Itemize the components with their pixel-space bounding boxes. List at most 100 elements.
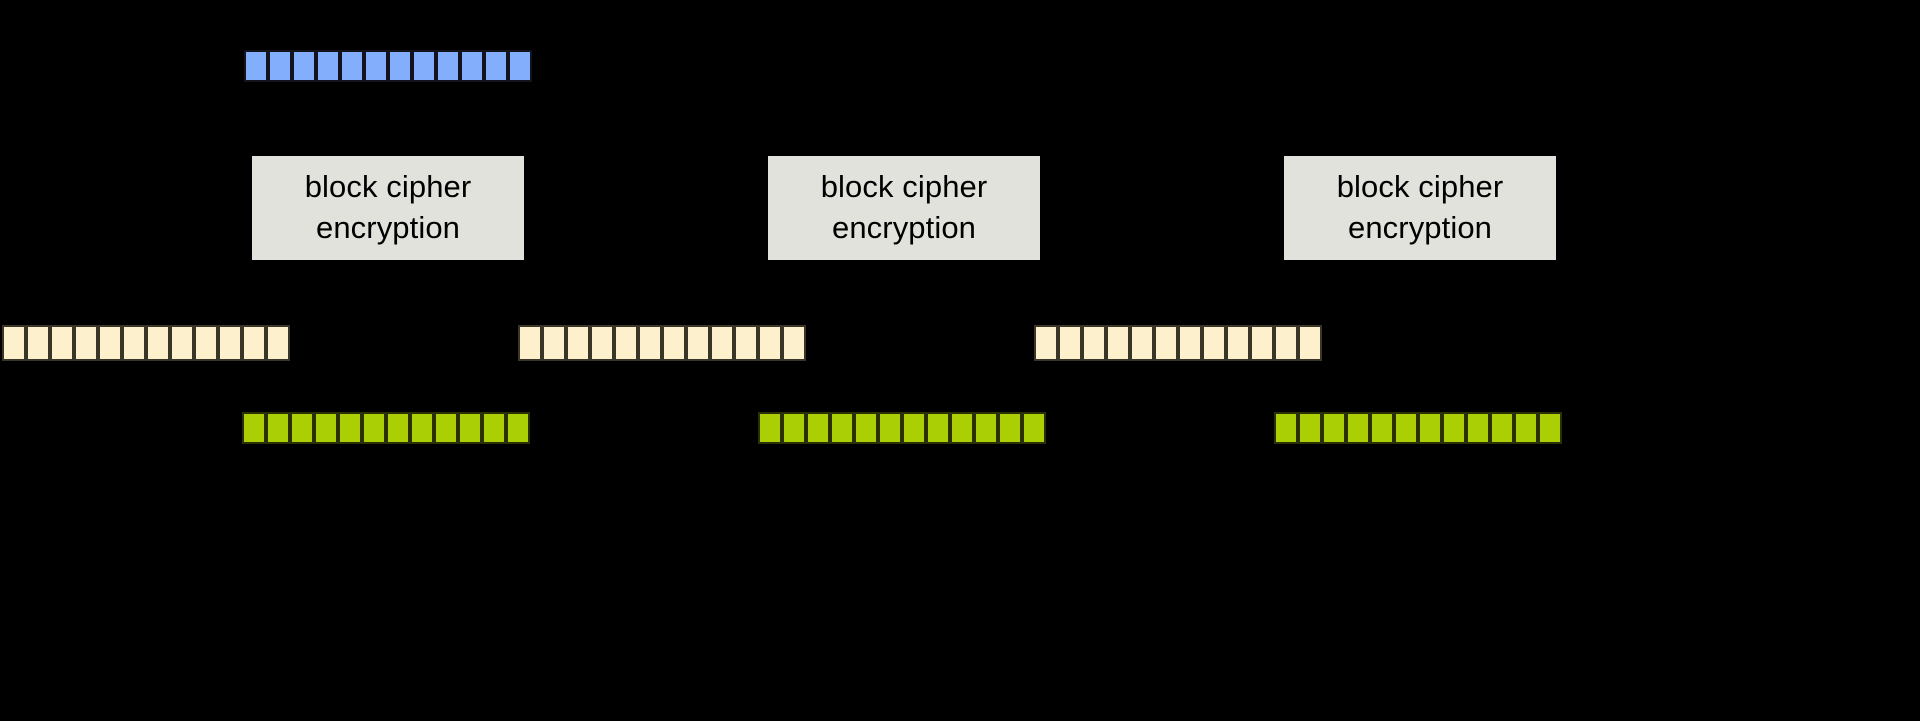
bit-cell <box>1178 325 1202 361</box>
bit-cell <box>338 412 362 444</box>
bit-cell <box>998 412 1022 444</box>
bit-cell <box>974 412 998 444</box>
bit-cell <box>1154 325 1178 361</box>
bit-cell <box>686 325 710 361</box>
bit-cell <box>242 412 266 444</box>
bit-cell <box>806 412 830 444</box>
bit-cell <box>1490 412 1514 444</box>
bit-cell <box>566 325 590 361</box>
bit-cell <box>218 325 242 361</box>
bit-cell <box>878 412 902 444</box>
bit-cell <box>1274 325 1298 361</box>
bit-cell <box>590 325 614 361</box>
bit-cell <box>316 50 340 82</box>
ciphertext-bits-strip-1 <box>242 412 530 444</box>
bit-cell <box>1298 412 1322 444</box>
bit-cell <box>758 325 782 361</box>
bit-cell <box>1322 412 1346 444</box>
block-cipher-encryption-box: block cipher encryption <box>252 156 524 260</box>
bit-cell <box>1298 325 1322 361</box>
bit-cell <box>902 412 926 444</box>
bit-cell <box>1106 325 1130 361</box>
bit-cell <box>460 50 484 82</box>
bit-cell <box>1130 325 1154 361</box>
bit-cell <box>1022 412 1046 444</box>
bit-cell <box>484 50 508 82</box>
bit-cell <box>412 50 436 82</box>
bit-cell <box>1058 325 1082 361</box>
bit-cell <box>1226 325 1250 361</box>
bit-cell <box>2 325 26 361</box>
bit-cell <box>542 325 566 361</box>
plaintext-bits-strip-2 <box>518 325 806 361</box>
bit-cell <box>1394 412 1418 444</box>
cipher-box-line-2: encryption <box>831 210 977 245</box>
bit-cell <box>242 325 266 361</box>
bit-cell <box>782 325 806 361</box>
bit-cell <box>266 325 290 361</box>
cipher-box-line-2: encryption <box>1347 210 1493 245</box>
bit-cell <box>482 412 506 444</box>
bit-cell <box>1274 412 1298 444</box>
cipher-box-line-1: block cipher <box>820 169 988 205</box>
cipher-box-line-2: encryption <box>315 210 461 245</box>
bit-cell <box>1514 412 1538 444</box>
bit-cell <box>1538 412 1562 444</box>
ciphertext-bits-strip-3 <box>1274 412 1562 444</box>
cipher-box-line-1: block cipher <box>304 169 472 205</box>
bit-cell <box>508 50 532 82</box>
bit-cell <box>614 325 638 361</box>
bit-cell <box>1370 412 1394 444</box>
bit-cell <box>1202 325 1226 361</box>
bit-cell <box>98 325 122 361</box>
bit-cell <box>386 412 410 444</box>
bit-cell <box>458 412 482 444</box>
cipher-box-line-1: block cipher <box>1336 169 1504 205</box>
bit-cell <box>194 325 218 361</box>
bit-cell <box>410 412 434 444</box>
bit-cell <box>170 325 194 361</box>
block-cipher-encryption-box: block cipher encryption <box>768 156 1040 260</box>
bit-cell <box>926 412 950 444</box>
bit-cell <box>340 50 364 82</box>
bit-cell <box>266 412 290 444</box>
bit-cell <box>758 412 782 444</box>
bit-cell <box>290 412 314 444</box>
bit-cell <box>518 325 542 361</box>
bit-cell <box>710 325 734 361</box>
bit-cell <box>388 50 412 82</box>
bit-cell <box>662 325 686 361</box>
bit-cell <box>122 325 146 361</box>
bit-cell <box>314 412 338 444</box>
plaintext-bits-strip-3 <box>1034 325 1322 361</box>
ciphertext-bits-strip-2 <box>758 412 1046 444</box>
bit-cell <box>434 412 458 444</box>
bit-cell <box>362 412 386 444</box>
bit-cell <box>436 50 460 82</box>
bit-cell <box>1418 412 1442 444</box>
bit-cell <box>292 50 316 82</box>
bit-cell <box>1346 412 1370 444</box>
bit-cell <box>26 325 50 361</box>
bit-cell <box>734 325 758 361</box>
bit-cell <box>506 412 530 444</box>
bit-cell <box>1034 325 1058 361</box>
bit-cell <box>638 325 662 361</box>
block-cipher-encryption-box: block cipher encryption <box>1284 156 1556 260</box>
bit-cell <box>50 325 74 361</box>
bit-cell <box>1082 325 1106 361</box>
bit-cell <box>830 412 854 444</box>
bit-cell <box>1442 412 1466 444</box>
key-bits-strip <box>244 50 532 82</box>
plaintext-bits-strip-1 <box>2 325 290 361</box>
bit-cell <box>1250 325 1274 361</box>
bit-cell <box>364 50 388 82</box>
bit-cell <box>854 412 878 444</box>
bit-cell <box>950 412 974 444</box>
bit-cell <box>268 50 292 82</box>
bit-cell <box>244 50 268 82</box>
bit-cell <box>146 325 170 361</box>
bit-cell <box>1466 412 1490 444</box>
bit-cell <box>782 412 806 444</box>
